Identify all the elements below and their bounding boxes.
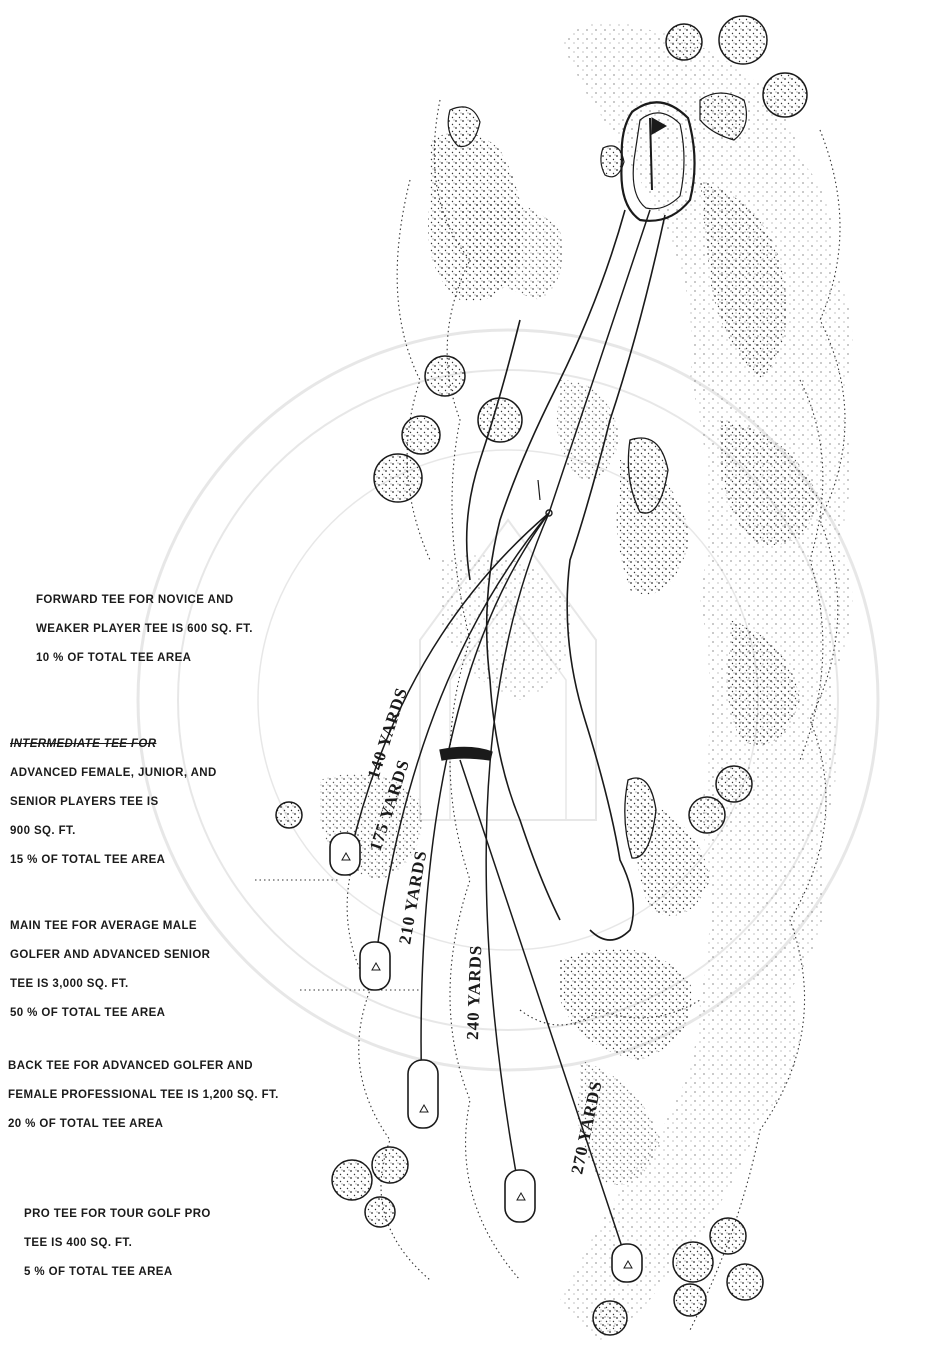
note-line: 5 % OF TOTAL TEE AREA bbox=[24, 1258, 211, 1287]
note-line: FEMALE PROFESSIONAL TEE IS 1,200 SQ. FT. bbox=[8, 1081, 279, 1110]
back-tee-note: BACK TEE FOR ADVANCED GOLFER AND FEMALE … bbox=[8, 1052, 279, 1139]
note-line: ADVANCED FEMALE, JUNIOR, AND bbox=[10, 759, 217, 788]
note-line: 10 % OF TOTAL TEE AREA bbox=[36, 644, 253, 673]
tree-icon bbox=[674, 1284, 706, 1316]
note-line: 900 SQ. FT. bbox=[10, 817, 217, 846]
tree-icon bbox=[425, 356, 465, 396]
tree-icon bbox=[593, 1301, 627, 1335]
note-line: GOLFER AND ADVANCED SENIOR bbox=[10, 941, 210, 970]
note-line: BACK TEE FOR ADVANCED GOLFER AND bbox=[8, 1052, 279, 1081]
note-line: PRO TEE FOR TOUR GOLF PRO bbox=[24, 1200, 211, 1229]
main-tee bbox=[408, 1060, 438, 1128]
tree-icon bbox=[374, 454, 422, 502]
intermediate-tee-note: INTERMEDIATE TEE FOR ADVANCED FEMALE, JU… bbox=[10, 730, 217, 875]
note-line: TEE IS 3,000 SQ. FT. bbox=[10, 970, 210, 999]
tree-icon bbox=[478, 398, 522, 442]
note-line: TEE IS 400 SQ. FT. bbox=[24, 1229, 211, 1258]
tree-icon bbox=[763, 73, 807, 117]
note-line: 20 % OF TOTAL TEE AREA bbox=[8, 1110, 279, 1139]
note-heading: INTERMEDIATE TEE FOR bbox=[10, 730, 217, 759]
note-line: MAIN TEE FOR AVERAGE MALE bbox=[10, 912, 210, 941]
pro-tee-note: PRO TEE FOR TOUR GOLF PRO TEE IS 400 SQ.… bbox=[24, 1200, 211, 1287]
note-line: SENIOR PLAYERS TEE IS bbox=[10, 788, 217, 817]
tree-icon bbox=[716, 766, 752, 802]
intermediate-tee bbox=[360, 942, 390, 990]
note-line: WEAKER PLAYER TEE IS 600 SQ. FT. bbox=[36, 615, 253, 644]
main-tee-note: MAIN TEE FOR AVERAGE MALE GOLFER AND ADV… bbox=[10, 912, 210, 1028]
note-line: FORWARD TEE FOR NOVICE AND bbox=[36, 586, 253, 615]
back-tee bbox=[505, 1170, 535, 1222]
tree-icon bbox=[402, 416, 440, 454]
tree-icon bbox=[689, 797, 725, 833]
tree-icon bbox=[332, 1160, 372, 1200]
tree-icon bbox=[710, 1218, 746, 1254]
note-line: 15 % OF TOTAL TEE AREA bbox=[10, 846, 217, 875]
tree-icon bbox=[365, 1197, 395, 1227]
yardage-label-240: 240 YARDS bbox=[463, 944, 485, 1040]
tree-icon bbox=[727, 1264, 763, 1300]
tree-icon bbox=[372, 1147, 408, 1183]
tree-icon bbox=[666, 24, 702, 60]
tree-icon bbox=[673, 1242, 713, 1282]
tree-icon bbox=[276, 802, 302, 828]
note-line: 50 % OF TOTAL TEE AREA bbox=[10, 999, 210, 1028]
tree-icon bbox=[719, 16, 767, 64]
forward-tee-note: FORWARD TEE FOR NOVICE AND WEAKER PLAYER… bbox=[36, 586, 253, 673]
